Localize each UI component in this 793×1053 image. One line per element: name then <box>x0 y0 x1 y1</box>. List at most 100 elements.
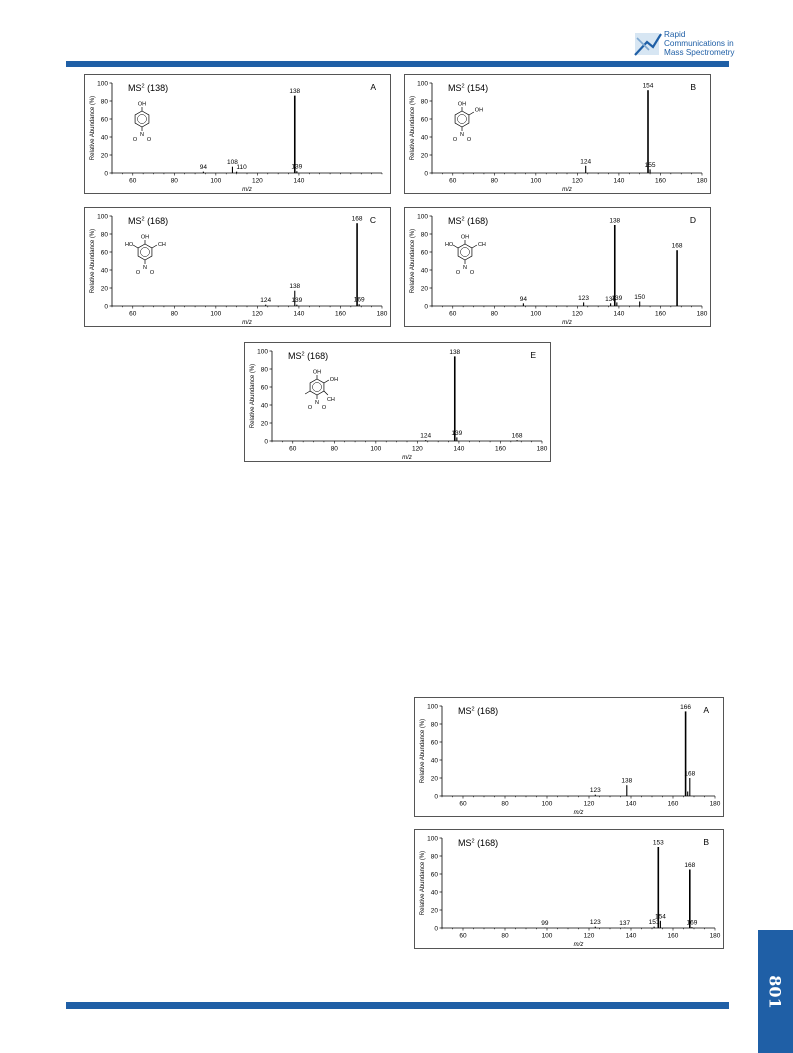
nitro-o-label: O <box>133 137 138 143</box>
peak-label: 138 <box>609 218 620 225</box>
chart-title-main: MS <box>448 216 462 226</box>
x-axis-label: m/z <box>242 187 252 193</box>
y-tick-label: 20 <box>261 420 269 427</box>
x-tick-label: 140 <box>613 178 624 185</box>
header-rule <box>66 61 729 67</box>
x-tick-label: 140 <box>293 178 304 185</box>
y-tick-label: 40 <box>431 889 439 896</box>
x-tick-label: 160 <box>335 311 346 318</box>
y-tick-label: 40 <box>101 134 109 141</box>
bond <box>471 244 478 249</box>
peak-label: 138 <box>621 778 632 785</box>
benzene-ring <box>457 243 473 261</box>
peak-label: 136 <box>605 296 616 303</box>
peak-label: 168 <box>684 862 695 869</box>
y-tick-label: 60 <box>421 249 429 256</box>
x-tick-label: 180 <box>377 311 388 318</box>
x-tick-label: 160 <box>668 933 679 940</box>
journal-logo-icon <box>634 33 662 56</box>
y-tick-label: 0 <box>424 170 428 177</box>
chart-title-main: MS <box>458 838 472 848</box>
y-tick-label: 0 <box>434 793 438 800</box>
oh-label: OH <box>138 102 146 108</box>
chart-title-superscript: 2 <box>462 84 465 90</box>
peak-label: 166 <box>680 704 691 711</box>
x-tick-label: 100 <box>210 311 221 318</box>
panel-label: C <box>370 215 376 225</box>
ho-label: HO <box>125 242 134 248</box>
y-tick-label: 100 <box>427 703 438 710</box>
footer-rule <box>66 1002 729 1009</box>
page-tab: 801 <box>758 930 793 1053</box>
x-tick-label: 80 <box>171 178 179 185</box>
chart-title-superscript: 2 <box>472 707 475 713</box>
x-axis-label: m/z <box>574 942 584 948</box>
chart-title-superscript: 2 <box>472 839 475 845</box>
x-tick-label: 180 <box>697 311 708 318</box>
peak-label: 155 <box>645 162 656 169</box>
x-tick-label: 60 <box>129 178 137 185</box>
x-tick-label: 100 <box>542 933 553 940</box>
x-tick-label: 80 <box>501 801 509 808</box>
benzene-ring <box>137 243 153 261</box>
x-axis-label: m/z <box>574 810 584 816</box>
peak-label: 110 <box>236 164 247 171</box>
bond <box>304 390 311 395</box>
nitro-o-label: O <box>150 270 155 276</box>
x-tick-label: 140 <box>626 933 637 940</box>
x-tick-label: 100 <box>370 446 381 453</box>
oh-label: OH <box>141 235 149 241</box>
journal-name-line-1: Rapid <box>664 30 686 39</box>
x-tick-label: 120 <box>412 446 423 453</box>
bond <box>452 244 459 249</box>
x-tick-label: 120 <box>252 178 263 185</box>
y-tick-label: 80 <box>261 366 269 373</box>
aromatic-circle <box>312 382 322 392</box>
nitro-o-label: O <box>322 405 327 411</box>
x-axis-label: m/z <box>562 320 572 326</box>
peak-label: 137 <box>619 920 630 927</box>
chart-title-suffix: (168) <box>475 838 499 848</box>
y-axis-label: Relative Abundance (%) <box>90 229 96 293</box>
oh-label: OH <box>458 102 466 108</box>
oh-label: OH <box>313 370 321 376</box>
x-tick-label: 120 <box>584 933 595 940</box>
y-axis-label: Relative Abundance (%) <box>410 96 416 160</box>
y-tick-label: 100 <box>97 80 108 87</box>
nitro-n-label: N <box>140 132 144 138</box>
chart-title-suffix: (138) <box>145 83 169 93</box>
peak-label: 168 <box>672 243 683 250</box>
peak-label: 139 <box>291 164 302 171</box>
y-axis-label: Relative Abundance (%) <box>420 719 426 783</box>
chart-title-superscript: 2 <box>142 217 145 223</box>
chart-title-superscript: 2 <box>142 84 145 90</box>
y-axis-label: Relative Abundance (%) <box>90 96 96 160</box>
x-tick-label: 60 <box>459 801 467 808</box>
x-axis-label: m/z <box>242 320 252 326</box>
bond <box>323 379 330 384</box>
panel-label: D <box>690 215 696 225</box>
x-tick-label: 80 <box>171 311 179 318</box>
journal-name: Rapid Communications in Mass Spectrometr… <box>664 30 735 57</box>
x-tick-label: 120 <box>572 178 583 185</box>
x-tick-label: 160 <box>668 801 679 808</box>
y-tick-label: 40 <box>421 134 429 141</box>
y-tick-label: 40 <box>431 757 439 764</box>
chart-title-suffix: (168) <box>145 216 169 226</box>
x-tick-label: 80 <box>331 446 339 453</box>
x-tick-label: 160 <box>655 178 666 185</box>
y-tick-label: 100 <box>257 348 268 355</box>
aromatic-circle <box>140 247 150 257</box>
panel-label: A <box>370 82 376 92</box>
x-tick-label: 100 <box>542 801 553 808</box>
x-tick-label: 180 <box>697 178 708 185</box>
y-tick-label: 60 <box>431 871 439 878</box>
chart-title-suffix: (154) <box>465 83 489 93</box>
x-axis-label: m/z <box>402 455 412 461</box>
